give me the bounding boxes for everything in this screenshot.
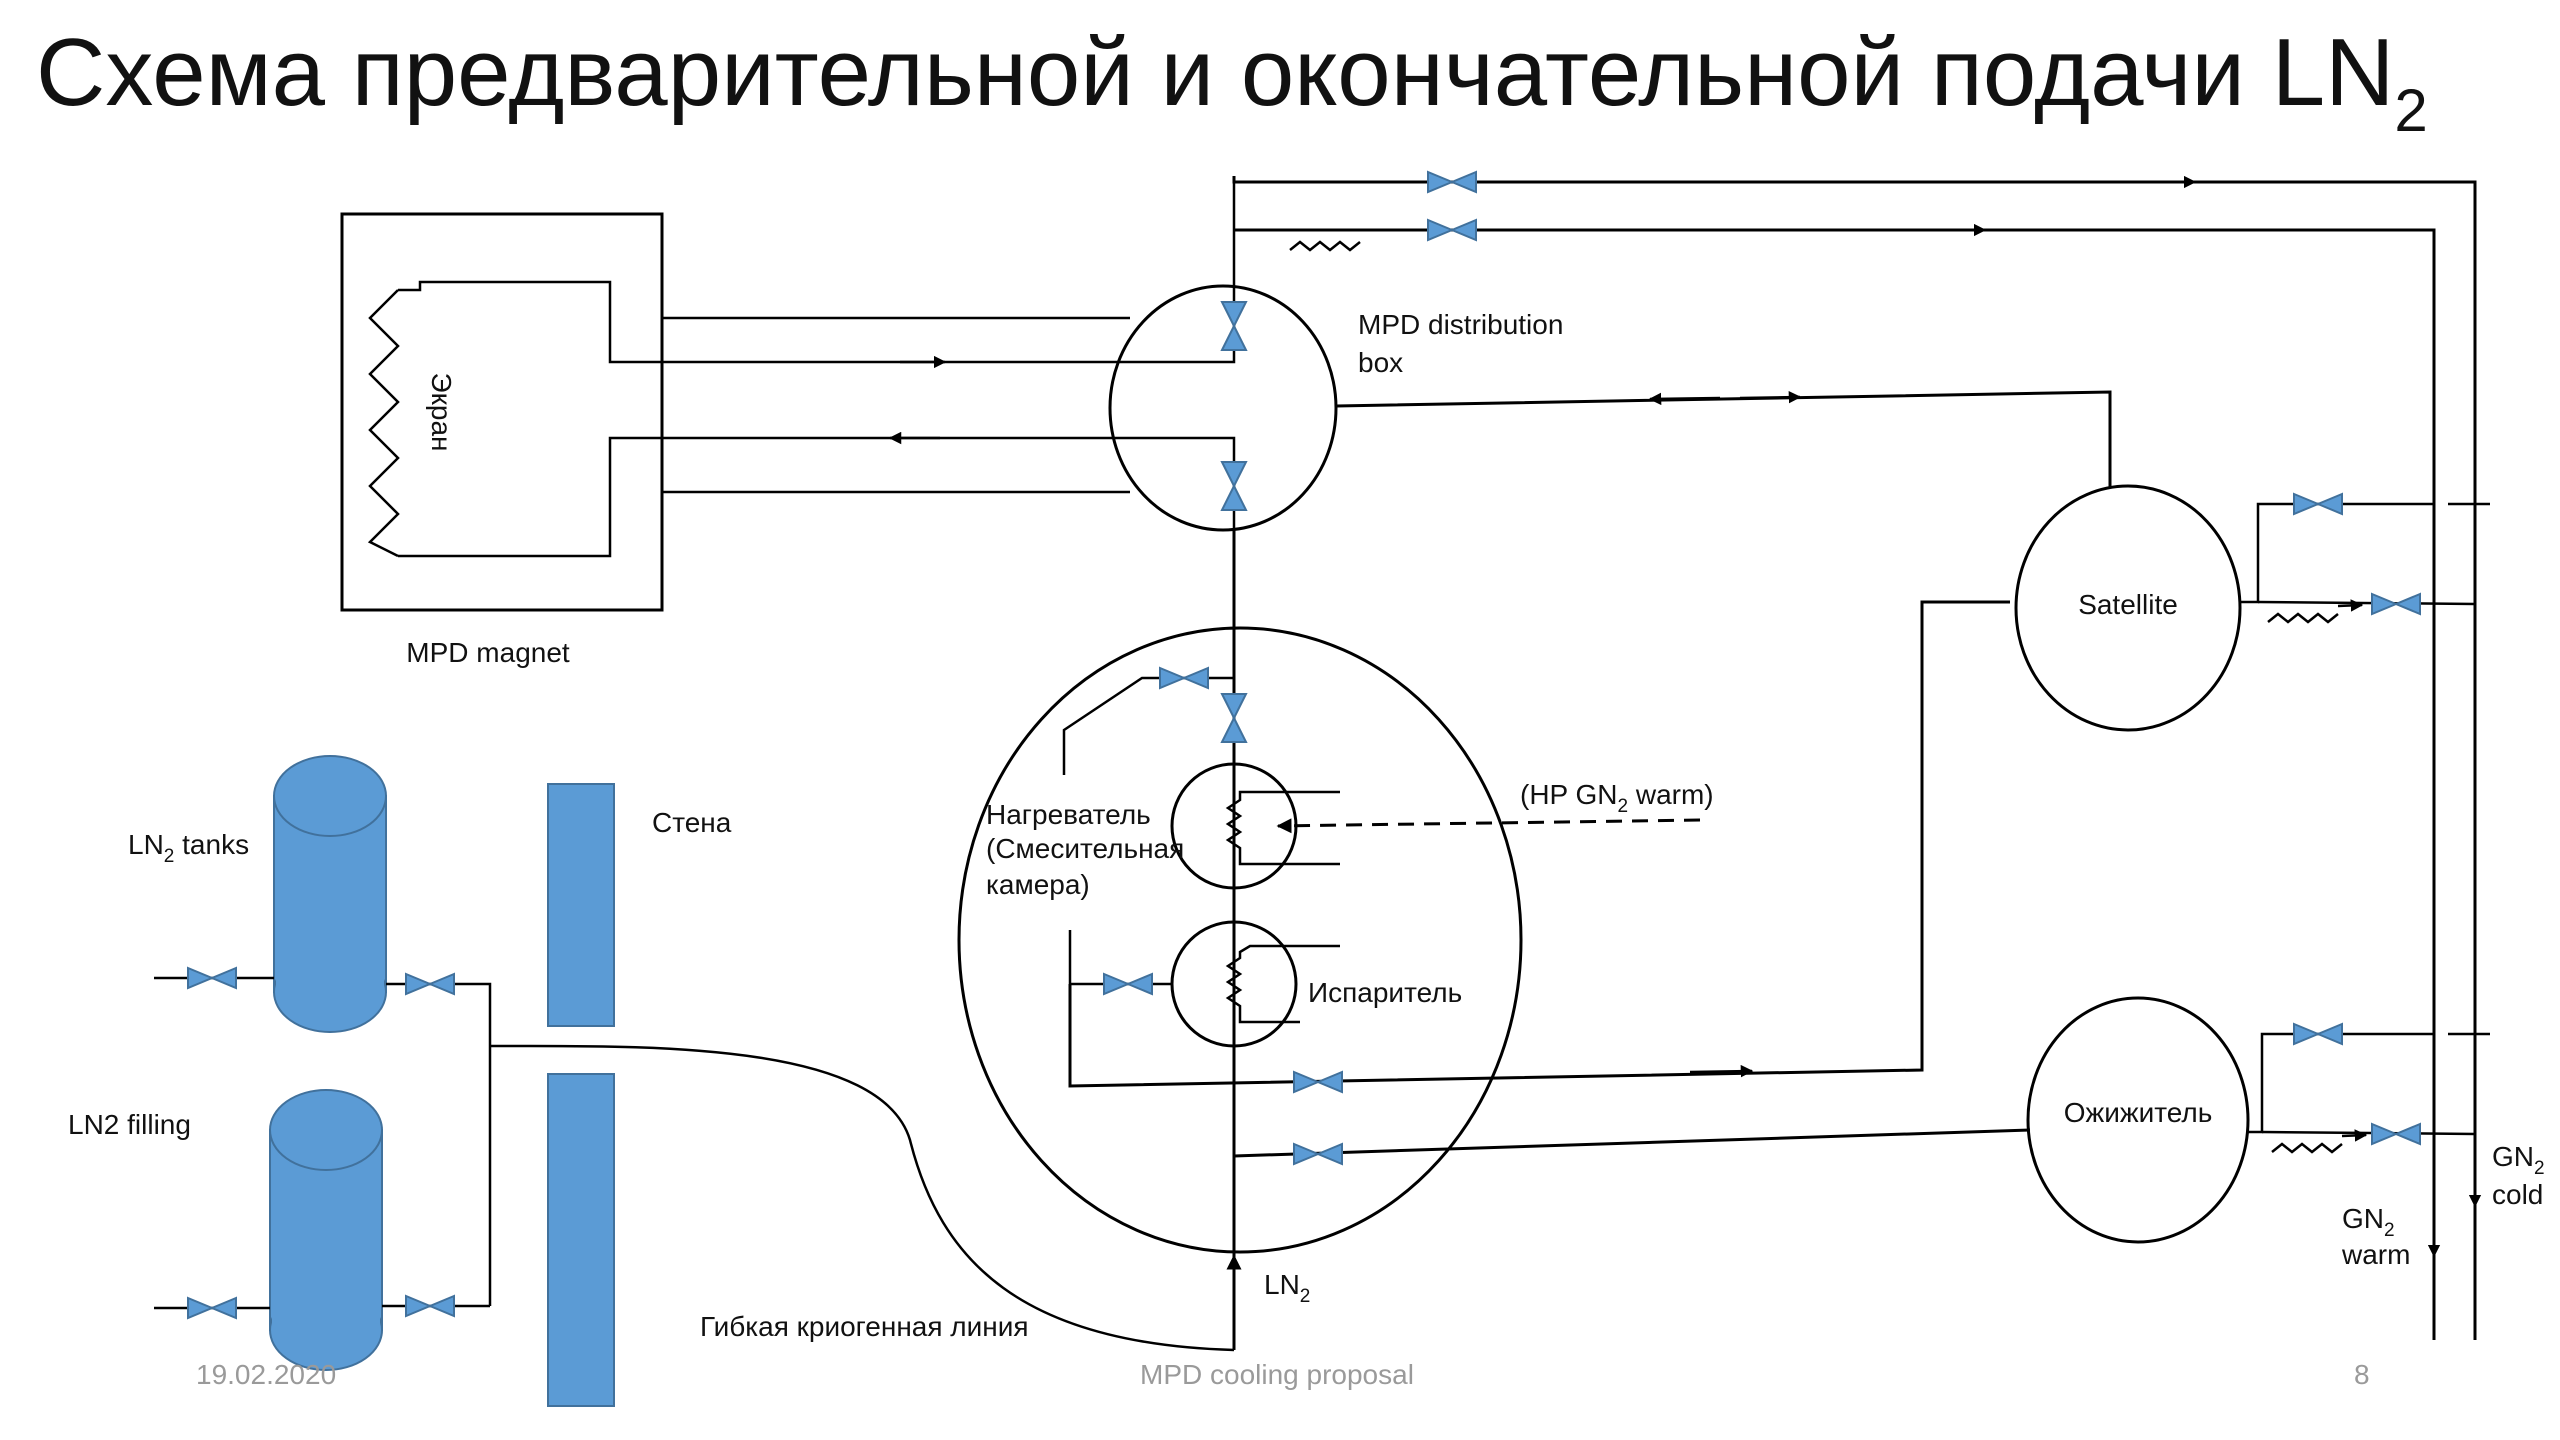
satellite-heater-arrow — [2337, 599, 2364, 612]
mpd-magnet-label: MPD magnet — [406, 637, 570, 668]
heater-bypass-line — [1062, 676, 1234, 775]
satellite-out-line-2 — [2257, 600, 2476, 606]
top-header-line-1 — [1232, 176, 2477, 1340]
page-title: Схема предварительной и окончательной по… — [36, 18, 2428, 144]
screen-coil-upper — [367, 289, 400, 558]
footer-date: 19.02.2020 — [196, 1359, 337, 1390]
dist-satellite-arrow-l — [1648, 392, 1721, 406]
top-header-line-2 — [1234, 228, 2436, 1340]
valves — [187, 170, 2421, 1320]
dist-to-satellite-line — [1335, 390, 2112, 488]
dist-satellite-arrow-r — [1739, 390, 1802, 404]
footer-center: MPD cooling proposal — [1140, 1359, 1414, 1390]
wall-label: Стена — [652, 807, 732, 838]
valve-liquefier-1[interactable] — [2293, 1022, 2343, 1046]
liquefier-circle — [2026, 996, 2250, 1244]
satellite-heater-coil — [2267, 612, 2339, 624]
ln2-inlet-label: LN2 — [1264, 1269, 1310, 1307]
valve-heater-inlet[interactable] — [1220, 693, 1248, 743]
supply-to-satellite-line — [1068, 600, 2010, 1088]
valve-to-liquefier[interactable] — [1293, 1142, 1343, 1166]
valve-top-1[interactable] — [1427, 170, 1477, 194]
hp-gn2-label: (HP GN2 warm) — [1520, 779, 1714, 817]
valve-tank-lower-in[interactable] — [187, 1296, 237, 1320]
mpd-magnet-box — [340, 212, 664, 612]
tank-upper-out-line — [386, 982, 492, 1306]
valve-to-satellite[interactable] — [1293, 1070, 1343, 1094]
distribution-box-label-2: box — [1358, 347, 1403, 378]
gn2-cold-label: GN2 — [2492, 1141, 2545, 1179]
liquefier-label: Ожижитель — [2064, 1097, 2213, 1128]
footer-page-number: 8 — [2354, 1359, 2370, 1390]
supply-unit-circle — [957, 626, 1523, 1254]
evaporator-coil — [1225, 944, 1340, 1024]
evaporator-bypass-line — [1068, 930, 1172, 986]
screen-coil-top — [398, 280, 1230, 364]
liquefier-out-line-2 — [2261, 1130, 2476, 1136]
distribution-box-circle — [1108, 284, 1338, 532]
gn2-warm-label-2: warm — [2341, 1239, 2410, 1270]
satellite-circle — [2014, 484, 2242, 732]
liquefier-heater-arrow — [2341, 1129, 2368, 1142]
satellite-out-line-1 — [2240, 502, 2434, 604]
gn2-cold-label-2: cold — [2492, 1179, 2543, 1210]
ln2-filling-label: LN2 filling — [68, 1109, 191, 1140]
valve-satellite-2[interactable] — [2371, 592, 2421, 616]
title-subscript: 2 — [2394, 77, 2428, 144]
ln2-tank-upper — [273, 755, 387, 1033]
satellite-supply-arrow — [1689, 1064, 1754, 1078]
gn2-warm-label: GN2 — [2342, 1203, 2395, 1241]
valve-tank-upper-in[interactable] — [187, 966, 237, 990]
flexible-cryogenic-line — [489, 1044, 1235, 1352]
valve-tank-lower-out[interactable] — [405, 1294, 455, 1318]
heater-label-3: камера) — [986, 869, 1090, 900]
valve-dist-upper[interactable] — [1220, 301, 1248, 351]
valve-satellite-1[interactable] — [2293, 492, 2343, 516]
evaporator-label: Испаритель — [1308, 977, 1462, 1008]
valve-heater-bypass[interactable] — [1159, 666, 1209, 690]
supply-to-liquefier-line — [1233, 1128, 2031, 1158]
wall-upper — [547, 783, 615, 1027]
flexible-line-label: Гибкая криогенная линия — [700, 1311, 1029, 1342]
liquefier-out-line-1 — [2248, 1032, 2434, 1134]
heater-label-2: (Смесительная — [986, 833, 1184, 864]
valve-liquefier-2[interactable] — [2371, 1122, 2421, 1146]
dist-box-upper-connection — [1230, 176, 1236, 364]
valve-tank-upper-out[interactable] — [405, 972, 455, 996]
liquefier-heater-coil — [2271, 1142, 2343, 1154]
heater-label-1: Нагреватель — [986, 799, 1151, 830]
screen-coil-bottom — [398, 436, 1230, 558]
wall-lower — [547, 1073, 615, 1407]
ln2-tank-lower — [269, 1089, 383, 1371]
screen-label: Экран — [426, 373, 457, 452]
satellite-label: Satellite — [2078, 589, 2178, 620]
heater-coil — [1225, 790, 1340, 866]
valve-dist-lower[interactable] — [1220, 461, 1248, 511]
title-text: Схема предварительной и окончательной по… — [36, 19, 2395, 126]
ln2-tanks-label: LN2 tanks — [128, 829, 249, 867]
hp-gn2-dashed-line — [1276, 818, 1701, 834]
distribution-box-label-1: MPD distribution — [1358, 309, 1563, 340]
valve-top-2[interactable] — [1427, 218, 1477, 242]
valve-evaporator[interactable] — [1103, 972, 1153, 996]
top-heater-coil — [1289, 240, 1361, 252]
